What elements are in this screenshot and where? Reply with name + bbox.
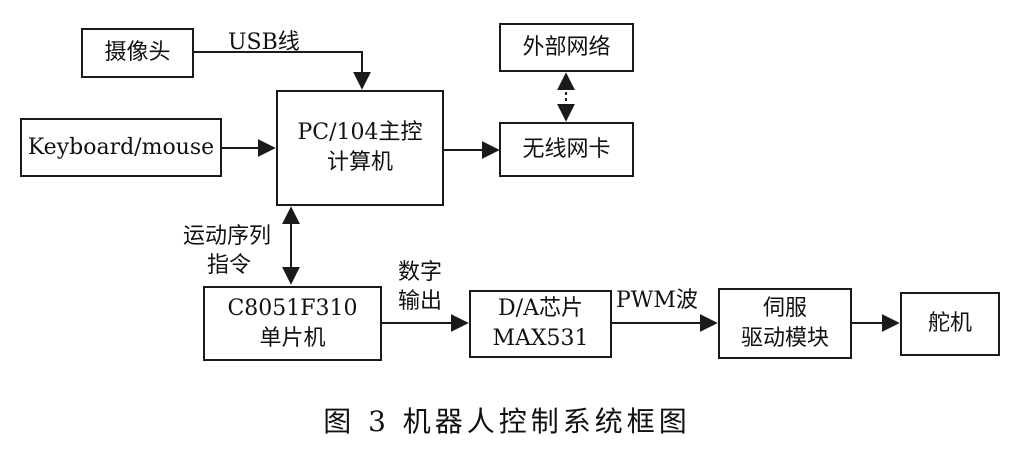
figure-caption: 图 3 机器人控制系统框图 (323, 405, 691, 438)
servo-driver-label-line2: 驱动模块 (740, 325, 829, 351)
mcu-box: C8051F310 单片机 (203, 286, 382, 361)
usb-cable-label: USB线 (228, 30, 300, 55)
wireless-card-label: 无线网卡 (522, 136, 611, 162)
mcu-label-line2: 单片机 (259, 325, 326, 351)
pc104-label-line2: 计算机 (326, 150, 393, 175)
servo-driver-label-line1: 伺服 (762, 295, 807, 321)
arrow-camera-to-pc (194, 51, 371, 90)
keyboard-mouse-box: Keyboard/mouse (20, 118, 222, 177)
pwm-wave-label: PWM波 (616, 288, 698, 313)
motion-command-label-line1: 运动序列 (183, 224, 272, 249)
motion-command-label-line2: 指令 (207, 253, 252, 278)
mcu-label-line1: C8051F310 (227, 295, 358, 321)
dac-box: D/A芯片 MAX531 (469, 290, 612, 358)
servo-label: 舵机 (927, 311, 972, 336)
external-network-label: 外部网络 (522, 34, 611, 60)
wireless-card-box: 无线网卡 (499, 122, 634, 177)
digital-output-label-line1: 数字 (398, 260, 443, 285)
pc104-box: PC/104主控 计算机 (276, 90, 444, 206)
dac-label-line2: MAX531 (492, 326, 589, 351)
external-network-box: 外部网络 (499, 23, 634, 72)
pc104-label-line1: PC/104主控 (297, 120, 423, 145)
servo-driver-box: 伺服 驱动模块 (718, 288, 852, 359)
camera-label: 摄像头 (104, 40, 171, 65)
servo-box: 舵机 (900, 292, 1000, 356)
camera-box: 摄像头 (81, 28, 194, 78)
digital-output-label-line2: 输出 (398, 289, 443, 314)
keyboard-mouse-label: Keyboard/mouse (27, 134, 215, 160)
dac-label-line1: D/A芯片 (498, 296, 583, 321)
